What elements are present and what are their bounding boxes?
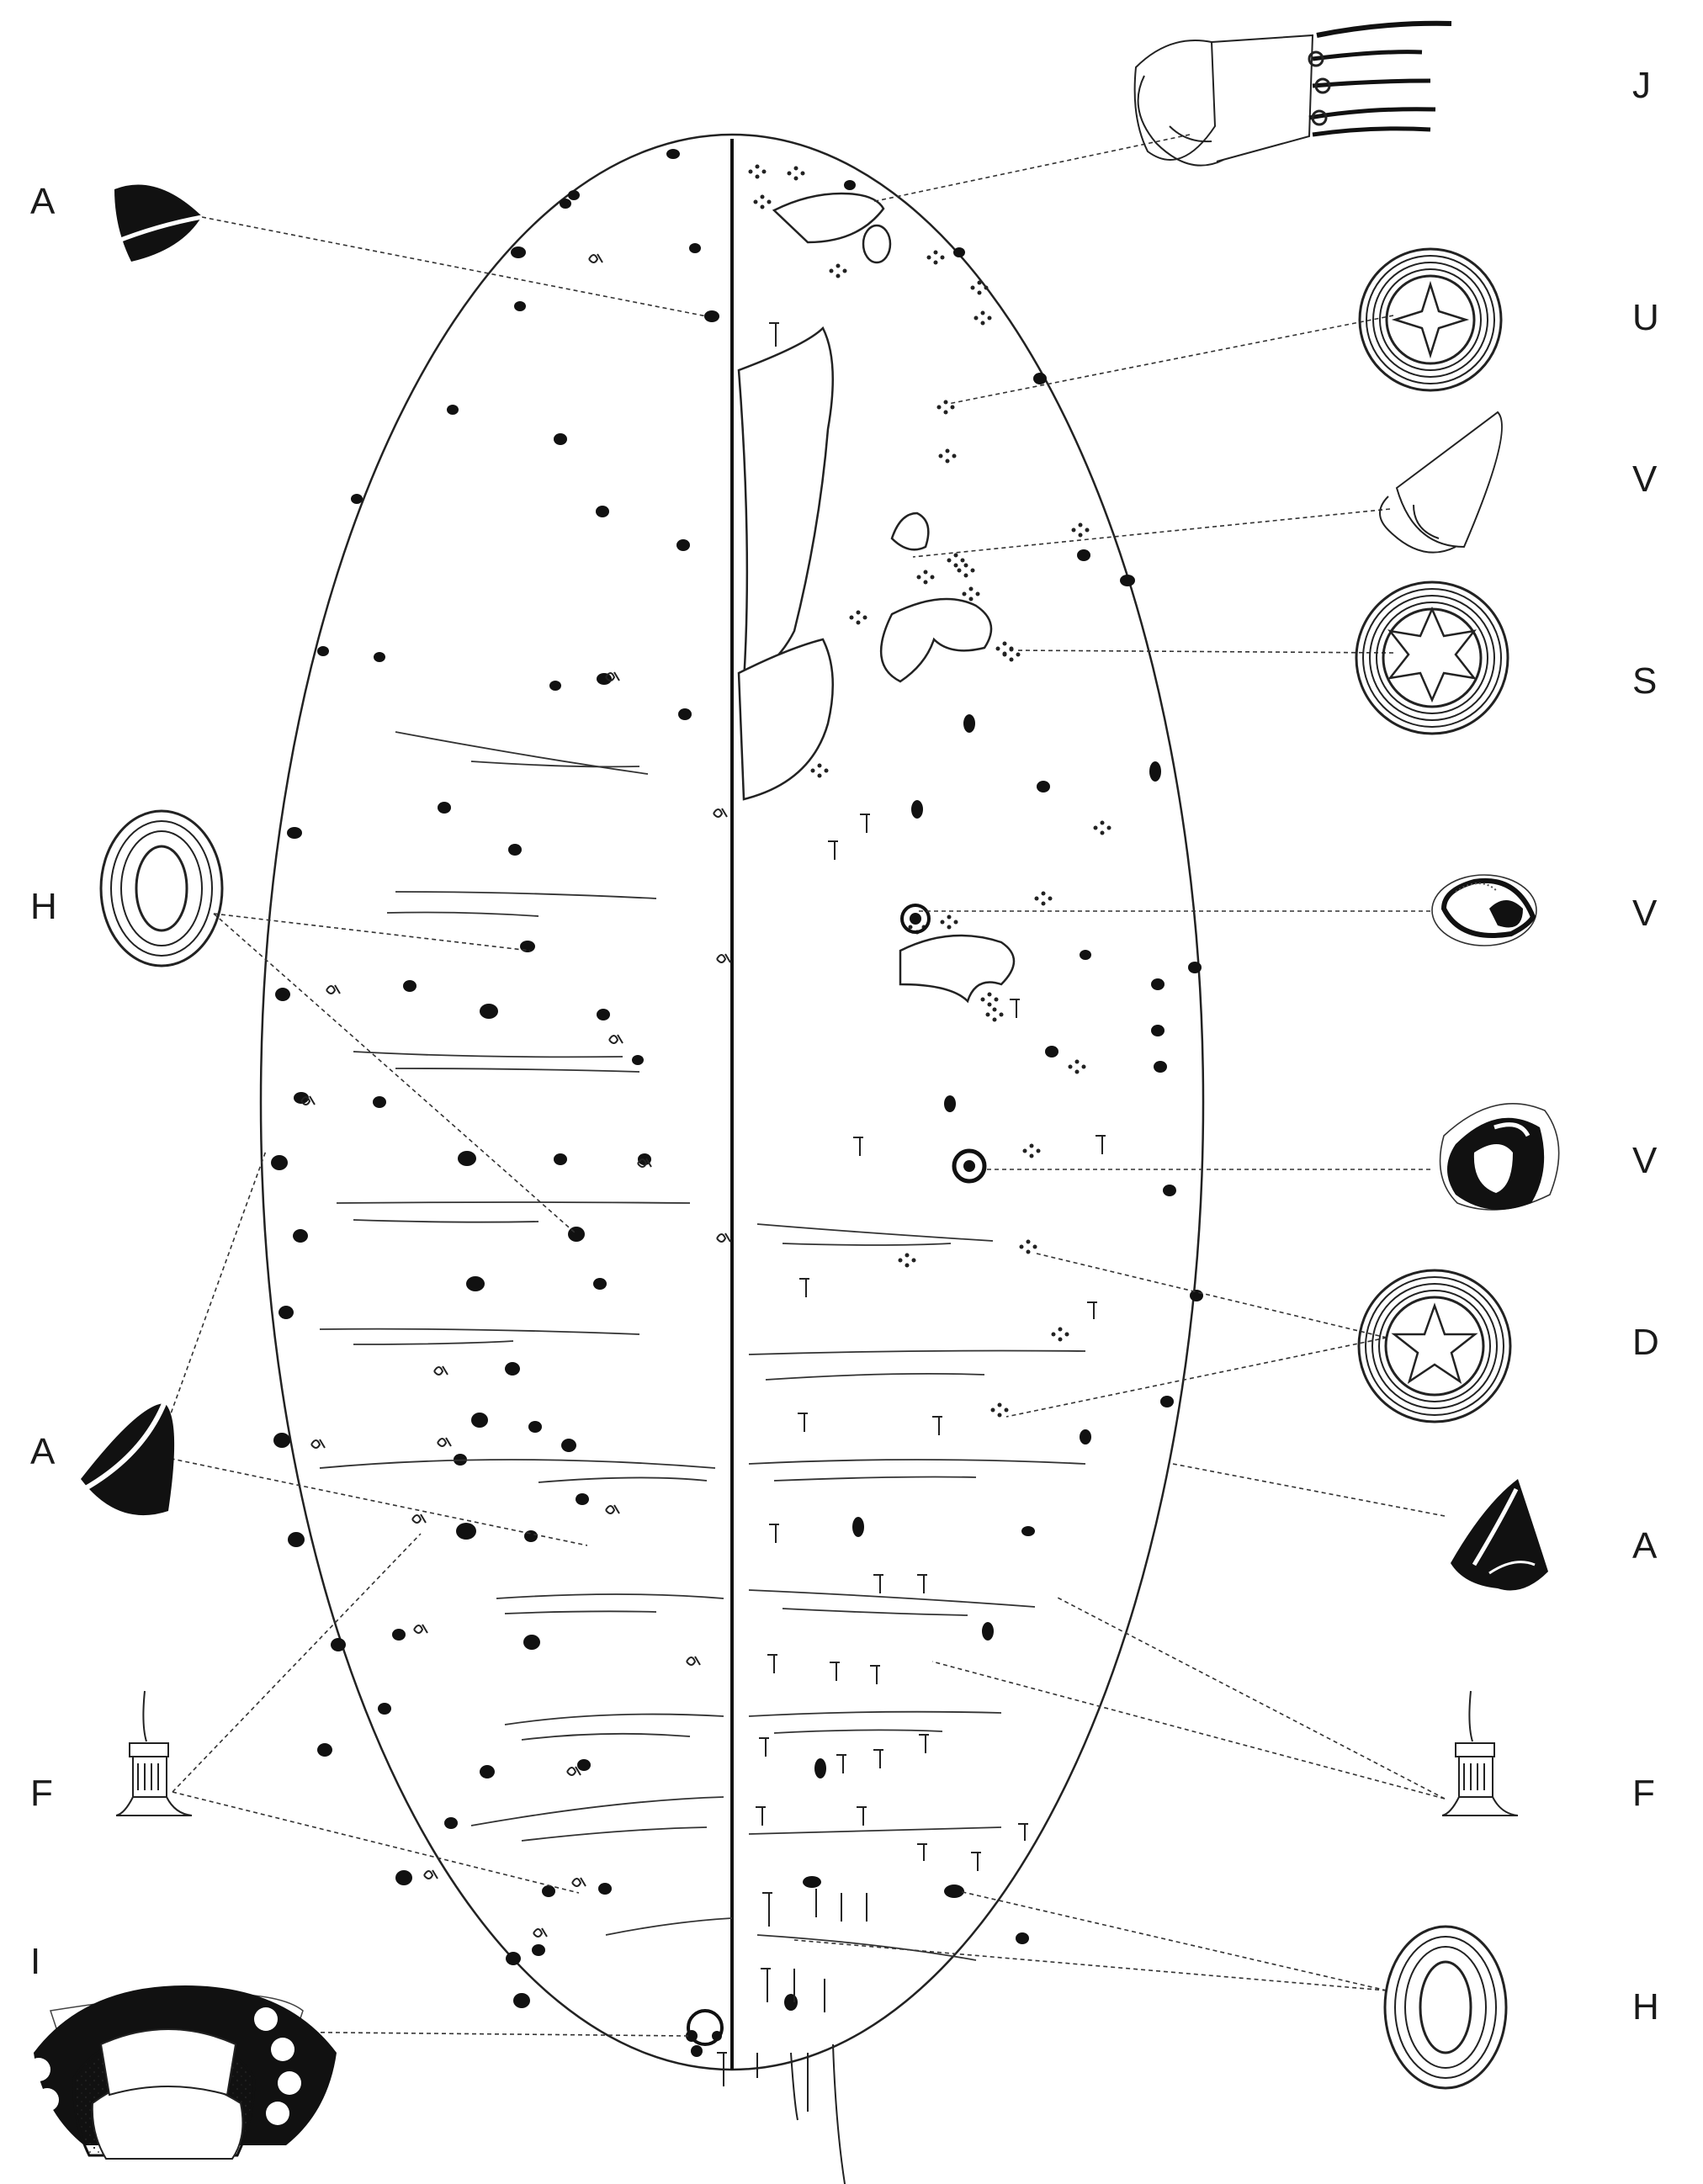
triangular-pore-icon bbox=[114, 184, 203, 262]
label-a-right: A bbox=[1632, 1525, 1658, 1566]
seta-collar-icon bbox=[1441, 1690, 1519, 1816]
label-u-right: U bbox=[1632, 297, 1659, 338]
label-f-right: F bbox=[1632, 1773, 1655, 1814]
label-a-top-left: A bbox=[30, 181, 56, 222]
dorsal-setae bbox=[300, 253, 731, 1938]
label-a-mid-left: A bbox=[30, 1431, 56, 1472]
anal-ring-detail bbox=[686, 2009, 724, 2057]
spiracles bbox=[900, 904, 987, 1184]
spiracle-icon bbox=[1439, 1102, 1560, 1211]
label-v-right-2: V bbox=[1632, 893, 1658, 934]
label-v-right-3: V bbox=[1632, 1140, 1658, 1181]
anal-ring-icon bbox=[27, 1985, 337, 2160]
label-j-right: J bbox=[1632, 65, 1651, 106]
triangular-pore-icon bbox=[1451, 1479, 1548, 1591]
oval-duct-icon bbox=[1383, 1925, 1508, 2090]
spiracle-icon bbox=[1431, 874, 1537, 946]
seta-collar-icon bbox=[115, 1690, 193, 1816]
oval-duct-icon bbox=[99, 809, 224, 967]
ventral-setae bbox=[717, 322, 1106, 2184]
ventral-legs bbox=[737, 192, 1016, 1004]
dorsal-folds bbox=[319, 731, 733, 1936]
label-f-left: F bbox=[30, 1773, 53, 1814]
leader-lines bbox=[155, 134, 1446, 2037]
label-h-right: H bbox=[1632, 1986, 1659, 2028]
quadrilocular-pore-icon bbox=[1358, 247, 1503, 392]
triangular-pore-icon bbox=[81, 1400, 175, 1516]
multilocular-pore-icon bbox=[1355, 580, 1509, 735]
ventral-folds bbox=[748, 1223, 1086, 1961]
label-v-right-1: V bbox=[1632, 459, 1658, 500]
label-s-right: S bbox=[1632, 660, 1658, 702]
ventral-pores bbox=[784, 180, 1203, 2011]
label-i-left: I bbox=[30, 1941, 41, 1982]
multilocular-pore-icon bbox=[1357, 1269, 1512, 1423]
label-d-right: D bbox=[1632, 1322, 1659, 1363]
label-h-left: H bbox=[30, 886, 57, 927]
dorsal-pores bbox=[271, 149, 719, 2008]
antenna-icon bbox=[1133, 20, 1452, 167]
leg-segment-icon bbox=[1379, 411, 1503, 554]
